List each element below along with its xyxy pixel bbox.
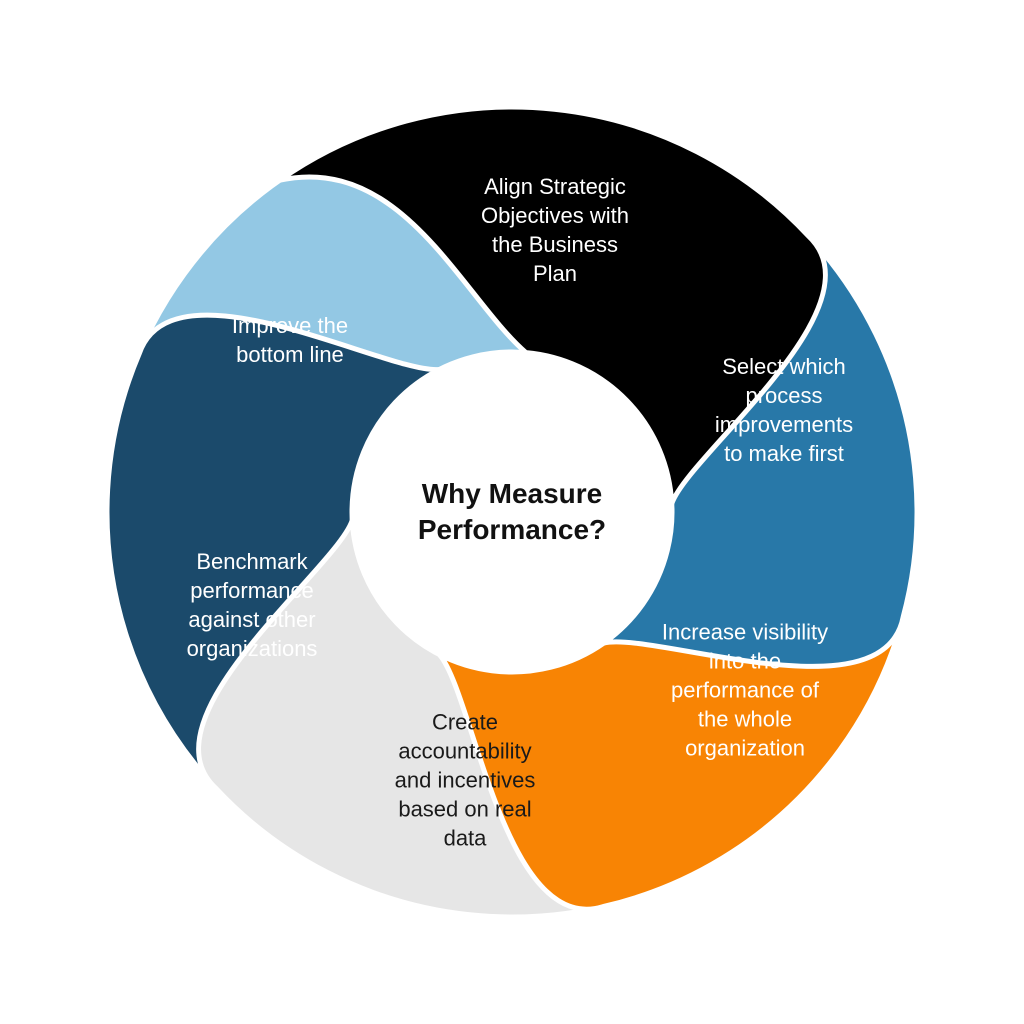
segment-label-benchmark: Benchmark performance against other orga… bbox=[186, 549, 318, 661]
segments-layer bbox=[104, 104, 920, 920]
center-title: Why Measure Performance? bbox=[417, 478, 607, 545]
segment-align bbox=[277, 104, 828, 507]
segment-label-accountability: Create accountability and incentives bas… bbox=[394, 709, 536, 851]
segment-label-align: Align Strategic Objectives with the Busi… bbox=[481, 174, 629, 286]
segment-label-bottom-line: Improve the bottom line bbox=[231, 313, 349, 367]
segment-label-select: Select which process improvements to mak… bbox=[714, 354, 854, 466]
segment-label-visibility: Increase visibility into the performance… bbox=[661, 619, 829, 761]
center-circle bbox=[352, 352, 672, 672]
